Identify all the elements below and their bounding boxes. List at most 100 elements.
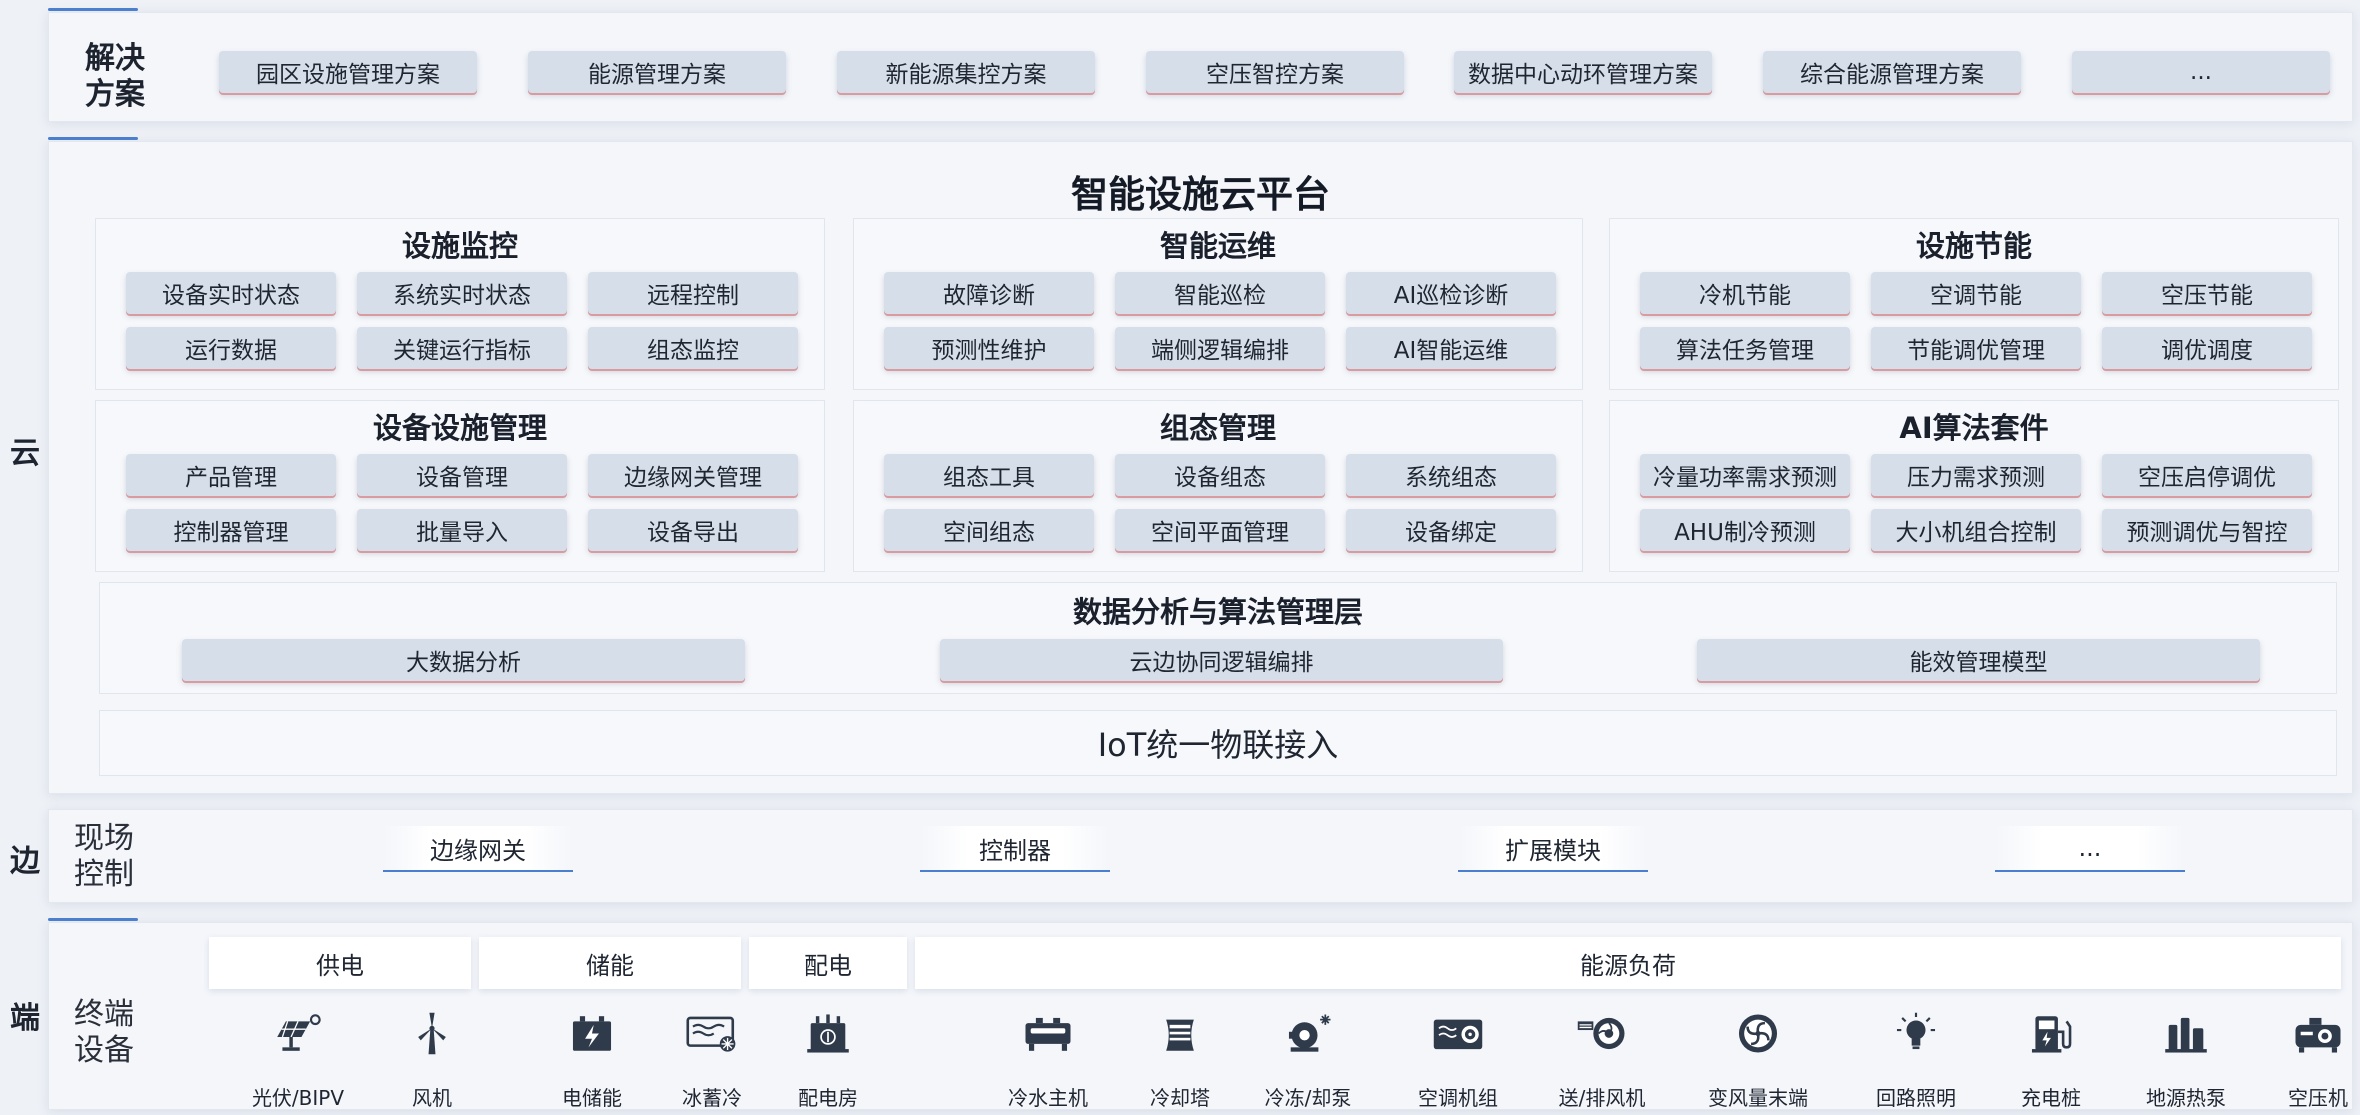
feature-item[interactable]: 智能巡检 (1115, 272, 1325, 314)
group-ai-suite: AI算法套件 冷量功率需求预测 压力需求预测 空压启停调优 AHU制冷预测 大小… (1609, 400, 2339, 572)
feature-item[interactable]: 系统组态 (1346, 454, 1556, 496)
feature-item[interactable]: 系统实时状态 (357, 272, 567, 314)
device-heat-pump[interactable]: 地源热泵 (2121, 1011, 2251, 1111)
feature-item[interactable]: 产品管理 (126, 454, 336, 496)
solutions-accent (48, 8, 138, 11)
device-distribution[interactable]: 配电房 (763, 1011, 893, 1111)
device-label: 回路照明 (1876, 1086, 1956, 1110)
feature-item[interactable]: 空间组态 (884, 509, 1094, 551)
air-compressor-icon (2295, 1017, 2341, 1053)
data-layer-item[interactable]: 云边协同逻辑编排 (940, 639, 1503, 681)
feature-item[interactable]: 故障诊断 (884, 272, 1094, 314)
edge-item-expansion[interactable]: 扩展模块 (1458, 826, 1648, 872)
feature-item[interactable]: 组态监控 (588, 327, 798, 369)
feature-item[interactable]: 控制器管理 (126, 509, 336, 551)
edge-item-controller[interactable]: 控制器 (920, 826, 1110, 872)
group-facility-monitoring: 设施监控 设备实时状态 系统实时状态 远程控制 运行数据 关键运行指标 组态监控 (95, 218, 825, 390)
edge-item-more[interactable]: ... (1995, 826, 2185, 872)
solution-item[interactable]: 综合能源管理方案 (1763, 51, 2021, 93)
feature-item[interactable]: 算法任务管理 (1640, 327, 1850, 369)
feature-item[interactable]: 端侧逻辑编排 (1115, 327, 1325, 369)
feature-item[interactable]: 设备绑定 (1346, 509, 1556, 551)
device-label: 变风量末端 (1708, 1086, 1808, 1110)
device-ev-charger[interactable]: 充电桩 (1986, 1011, 2116, 1111)
feature-item[interactable]: 节能调优管理 (1871, 327, 2081, 369)
group-smart-om: 智能运维 故障诊断 智能巡检 AI巡检诊断 预测性维护 端侧逻辑编排 AI智能运… (853, 218, 1583, 390)
solution-item[interactable]: 能源管理方案 (528, 51, 786, 93)
device-pump[interactable]: 冷冻/却泵 (1243, 1011, 1373, 1111)
heat-pump-icon (2165, 1017, 2207, 1053)
device-solar[interactable]: 光伏/BIPV (233, 1011, 363, 1111)
group-title: 设备设施管理 (372, 411, 547, 445)
device-battery[interactable]: 电储能 (527, 1011, 657, 1111)
feature-item[interactable]: AI智能运维 (1346, 327, 1556, 369)
feature-item[interactable]: 空压节能 (2102, 272, 2312, 314)
group-title: 组态管理 (1159, 411, 1276, 445)
feature-item[interactable]: AHU制冷预测 (1640, 509, 1850, 551)
feature-item[interactable]: AI巡检诊断 (1346, 272, 1556, 314)
device-label: 电储能 (562, 1086, 622, 1110)
solution-item[interactable]: 数据中心动环管理方案 (1454, 51, 1712, 93)
feature-item[interactable]: 关键运行指标 (357, 327, 567, 369)
feature-item[interactable]: 设备管理 (357, 454, 567, 496)
feature-item[interactable]: 设备组态 (1115, 454, 1325, 496)
edge-item-gateway[interactable]: 边缘网关 (383, 826, 573, 872)
feature-item[interactable]: 设备实时状态 (126, 272, 336, 314)
device-ahu[interactable]: 空调机组 (1393, 1011, 1523, 1111)
device-label: 充电桩 (2021, 1086, 2081, 1110)
feature-item[interactable]: 冷量功率需求预测 (1640, 454, 1850, 496)
device-label: 冷却塔 (1150, 1086, 1210, 1110)
device-label: 光伏/BIPV (251, 1086, 345, 1110)
ev-charger-icon (2031, 1016, 2072, 1053)
exhaust-fan-icon (1577, 1017, 1625, 1050)
feature-item[interactable]: 预测调优与智控 (2102, 509, 2312, 551)
cloud-label: 云 (10, 436, 40, 471)
feature-item[interactable]: 预测性维护 (884, 327, 1094, 369)
feature-item[interactable]: 空调节能 (1871, 272, 2081, 314)
feature-item[interactable]: 大小机组合控制 (1871, 509, 2081, 551)
data-layer-item[interactable]: 大数据分析 (182, 639, 745, 681)
device-ice-storage[interactable]: 冰蓄冷 (647, 1011, 777, 1111)
device-vav[interactable]: 变风量末端 (1693, 1011, 1823, 1111)
feature-item[interactable]: 压力需求预测 (1871, 454, 2081, 496)
solution-item[interactable]: 空压智控方案 (1146, 51, 1404, 93)
terminal-band: 终端设备 供电 储能 配电 能源负荷 光伏/BIPV 风机 (48, 922, 2353, 1110)
group-device-management: 设备设施管理 产品管理 设备管理 边缘网关管理 控制器管理 批量导入 设备导出 (95, 400, 825, 572)
platform-title: 智能设施云平台 (1071, 173, 1330, 216)
device-air-compressor[interactable]: 空压机 (2253, 1011, 2360, 1111)
data-layer-title: 数据分析与算法管理层 (1072, 595, 1363, 629)
feature-item[interactable]: 运行数据 (126, 327, 336, 369)
device-label: 送/排风机 (1558, 1086, 1646, 1110)
data-layer-item[interactable]: 能效管理模型 (1697, 639, 2260, 681)
device-chiller[interactable]: 冷水主机 (983, 1011, 1113, 1111)
feature-item[interactable]: 空压启停调优 (2102, 454, 2312, 496)
edge-label: 边 (10, 844, 40, 879)
device-label: 地源热泵 (2146, 1086, 2226, 1110)
device-exhaust-fan[interactable]: 送/排风机 (1537, 1011, 1667, 1111)
feature-item[interactable]: 批量导入 (357, 509, 567, 551)
feature-item[interactable]: 组态工具 (884, 454, 1094, 496)
feature-item[interactable]: 边缘网关管理 (588, 454, 798, 496)
feature-item[interactable]: 调优调度 (2102, 327, 2312, 369)
solution-item-more[interactable]: ... (2072, 51, 2330, 93)
feature-item[interactable]: 空间平面管理 (1115, 509, 1325, 551)
group-title: 设施节能 (1915, 229, 2032, 263)
terminal-label: 端 (10, 1001, 40, 1036)
solar-panel-icon (277, 1014, 321, 1051)
solution-item[interactable]: 园区设施管理方案 (219, 51, 477, 93)
terminal-accent (48, 918, 138, 921)
solution-item[interactable]: 新能源集控方案 (837, 51, 1095, 93)
device-wind[interactable]: 风机 (367, 1011, 497, 1111)
ahu-icon (1433, 1019, 1483, 1050)
group-title: 设施监控 (401, 229, 518, 263)
ice-storage-icon (686, 1016, 736, 1052)
device-label: 风机 (412, 1086, 452, 1110)
device-cooling-tower[interactable]: 冷却塔 (1115, 1011, 1245, 1111)
device-lighting[interactable]: 回路照明 (1851, 1011, 1981, 1111)
group-title: AI算法套件 (1899, 411, 2049, 445)
device-label: 空压机 (2288, 1086, 2348, 1110)
feature-item[interactable]: 设备导出 (588, 509, 798, 551)
pump-icon (1288, 1014, 1331, 1052)
feature-item[interactable]: 远程控制 (588, 272, 798, 314)
feature-item[interactable]: 冷机节能 (1640, 272, 1850, 314)
